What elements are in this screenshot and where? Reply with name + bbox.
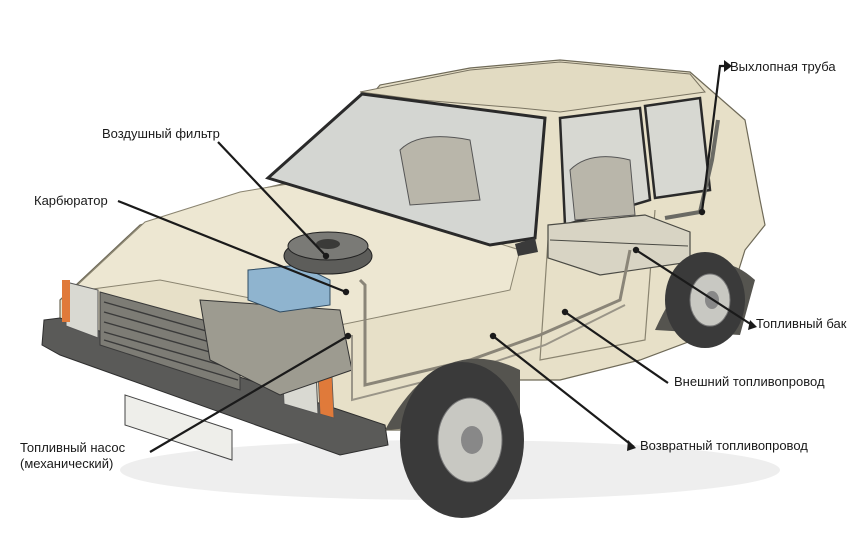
label-return-fuel-line: Возвратный топливопровод [640,438,808,453]
label-exhaust-pipe: Выхлопная труба [730,59,836,74]
rear-seat [569,156,636,221]
front-seat [399,136,481,206]
fuel-tank-seam [549,239,689,247]
leader-supply-line [564,311,669,384]
dot-supply-line [561,308,569,316]
dot-air-filter [322,252,330,260]
label-fuel-pump-line2: (механический) [20,456,114,471]
side-mirror [515,238,538,256]
license-plate [124,394,233,461]
arrow-tank [748,320,757,330]
left-indicator [62,280,70,322]
leader-fuel-pump [149,335,349,453]
leader-return-line [492,335,635,448]
leader-arrowheads [322,60,757,451]
dot-exhaust [698,208,706,216]
label-fuel-pump: Топливный насос (механический) [20,440,125,472]
dot-fuel-pump [344,332,352,340]
front-wheel-hub [461,426,483,454]
leader-lines [117,64,753,453]
label-supply-fuel-line: Внешний топливопровод [674,374,825,389]
air-filter-cap [316,239,340,249]
arrow-return [627,440,636,451]
dot-return-line [489,332,497,340]
leader-carburetor [117,199,347,294]
label-carburetor: Карбюратор [34,193,108,208]
arrow-exhaust [724,60,732,72]
rear-side-window [643,96,712,200]
label-fuel-tank: Топливный бак [756,316,847,331]
car-roof [359,61,706,113]
leader-exhaust-pipe [700,64,724,213]
leader-fuel-tank [635,249,753,326]
engine-block [199,299,353,396]
leader-air-filter [217,141,327,257]
label-fuel-pump-line1: Топливный насос [20,440,126,455]
door-line [539,209,656,361]
label-air-filter: Воздушный фильтр [102,126,220,141]
dot-fuel-tank [632,246,640,254]
dot-carburetor [342,288,350,296]
